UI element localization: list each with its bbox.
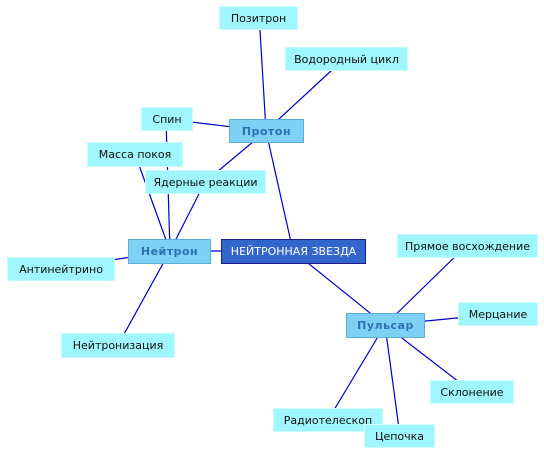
node-proton-label: Протон (241, 124, 292, 138)
node-pulsar[interactable]: Пульсар (346, 313, 425, 338)
node-spin-label: Спин (152, 112, 182, 126)
edge-neutron-neutronization (117, 250, 171, 346)
node-rest-mass[interactable]: Масса покоя (87, 142, 183, 167)
node-spin[interactable]: Спин (141, 107, 193, 131)
node-neutron-label: Нейтрон (140, 245, 199, 258)
node-positron[interactable]: Позитрон (219, 6, 298, 30)
node-neutron[interactable]: Нейтрон (128, 239, 211, 264)
node-neutronization[interactable]: Нейтронизация (61, 333, 175, 358)
node-root-label: НЕЙТРОННАЯ ЗВЕЗДА (230, 245, 357, 258)
node-chain-label: Цепочка (374, 429, 425, 443)
node-hydrogen-cycle-label: Водородный цикл (294, 52, 399, 66)
node-declination[interactable]: Склонение (430, 380, 514, 404)
node-radio-telescope[interactable]: Радиотелескоп (273, 408, 383, 432)
edge-pulsar-right-ascension (384, 245, 467, 326)
node-antineutrino-label: Антинейтрино (19, 262, 103, 276)
node-nuclear-reactions[interactable]: Ядерные реакции (145, 170, 266, 194)
edge-pulsar-radio-telescope (327, 324, 386, 421)
edge-proton-positron (259, 29, 267, 132)
node-root-neutron-star[interactable]: НЕЙТРОННАЯ ЗВЕЗДА (221, 239, 366, 264)
node-proton[interactable]: Протон (229, 119, 304, 143)
node-right-ascension[interactable]: Прямое восхождение (397, 234, 538, 258)
edge-neutron-rest-mass (134, 153, 171, 252)
node-positron-label: Позитрон (230, 11, 287, 25)
node-chain[interactable]: Цепочка (364, 424, 435, 448)
node-radio-telescope-label: Радиотелескоп (283, 413, 373, 427)
node-rest-mass-label: Масса покоя (98, 148, 172, 161)
node-nuclear-reactions-label: Ядерные реакции (153, 175, 258, 189)
node-hydrogen-cycle[interactable]: Водородный цикл (285, 47, 408, 71)
node-declination-label: Склонение (440, 385, 504, 399)
node-scintillation-label: Мерцание (468, 307, 528, 321)
node-pulsar-label: Пульсар (357, 319, 414, 332)
edge-proton-root (265, 130, 294, 252)
node-antineutrino[interactable]: Антинейтрино (7, 257, 115, 281)
node-neutronization-label: Нейтронизация (72, 339, 164, 352)
node-scintillation[interactable]: Мерцание (458, 302, 538, 326)
edge-pulsar-chain (384, 324, 401, 437)
node-right-ascension-label: Прямое восхождение (404, 239, 531, 253)
